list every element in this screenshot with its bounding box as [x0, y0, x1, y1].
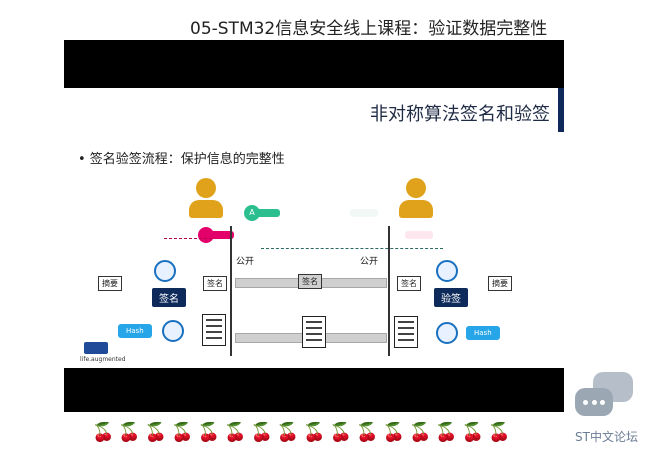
- sign-box: 签名: [152, 288, 186, 307]
- faded-key-icon-2: [405, 231, 433, 239]
- sender-person-icon: [188, 178, 224, 218]
- dashed-link-top: [261, 248, 443, 249]
- life-augmented-label: life.augmented: [80, 356, 126, 363]
- st-logo-icon: [84, 342, 108, 354]
- public-key-icon: A: [244, 205, 280, 221]
- hash-process-icon-left: [162, 320, 184, 342]
- verify-box: 验签: [434, 288, 468, 307]
- divider-left: [230, 226, 232, 356]
- brand-label: ST中文论坛: [575, 430, 638, 444]
- document-icon-left: [202, 314, 226, 346]
- slide: 非对称算法签名和验签 • 签名验签流程：保护信息的完整性 A 公开 公开 摘要 …: [64, 88, 564, 368]
- document-icon-center: [302, 316, 326, 348]
- slide-title: 非对称算法签名和验签: [370, 104, 550, 125]
- hash-right: Hash: [466, 326, 500, 340]
- signature-center: 签名: [298, 274, 322, 289]
- process-icon-left: [154, 260, 176, 282]
- digest-right: 摘要: [488, 276, 512, 291]
- hash-left: Hash: [118, 324, 152, 338]
- divider-right: [388, 226, 390, 356]
- emoji-row: 🍒🍒🍒🍒🍒🍒🍒🍒🍒🍒🍒🍒🍒🍒🍒🍒: [92, 422, 515, 443]
- key-letter: A: [244, 205, 260, 221]
- black-bar-top: [64, 40, 564, 88]
- dashed-link-left: [164, 238, 212, 239]
- slide-bullet: • 签名验签流程：保护信息的完整性: [78, 152, 285, 167]
- document-icon-right: [394, 316, 418, 348]
- course-title: 05-STM32信息安全线上课程：验证数据完整性: [190, 19, 548, 39]
- signature-small-right: 签名: [397, 276, 421, 291]
- public-label-right: 公开: [360, 257, 379, 267]
- title-accent: [558, 88, 564, 132]
- public-label-left: 公开: [236, 257, 255, 267]
- black-bar-bottom: [64, 368, 564, 412]
- private-key-icon: [198, 227, 234, 243]
- hash-process-icon-right: [436, 322, 458, 344]
- process-icon-right: [436, 260, 458, 282]
- faded-key-icon: [350, 209, 378, 217]
- signature-small-left: 签名: [203, 276, 227, 291]
- chat-bubbles-icon: [575, 372, 635, 426]
- digest-left: 摘要: [98, 276, 122, 291]
- receiver-person-icon: [398, 178, 434, 218]
